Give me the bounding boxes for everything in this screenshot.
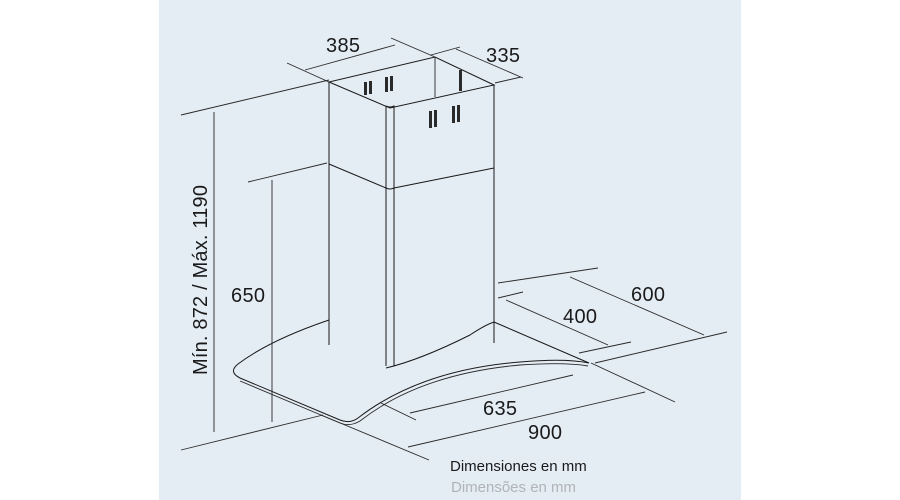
dim-total-height: Mín. 872 / Máx. 1190 <box>190 185 212 375</box>
chimney-top-outline <box>327 56 496 109</box>
dim-glass-width: 635 <box>483 398 517 420</box>
dim-glass-depth: 400 <box>563 306 597 328</box>
glass-back-edge <box>493 321 590 364</box>
diagram-background <box>159 0 741 500</box>
caption-spanish: Dimensiones en mm <box>450 458 587 475</box>
dimension-lines <box>180 37 728 461</box>
chimney <box>327 56 496 369</box>
dim-chimney-depth: 335 <box>486 45 520 67</box>
chimney-telescopic-joint <box>328 163 495 190</box>
chimney-front-corner <box>385 105 395 366</box>
glass-edge <box>239 363 589 426</box>
glass-outline <box>233 319 590 423</box>
dim-total-width: 900 <box>528 422 562 444</box>
dim-chimney-width: 385 <box>326 35 360 57</box>
dim-total-depth: 600 <box>631 284 665 306</box>
chimney-bottom-edge <box>385 321 495 369</box>
vent-slots <box>364 70 462 128</box>
dim-body-height: 650 <box>231 285 265 307</box>
caption-portuguese: Dimensões en mm <box>451 479 577 496</box>
glass-canopy <box>233 319 590 426</box>
